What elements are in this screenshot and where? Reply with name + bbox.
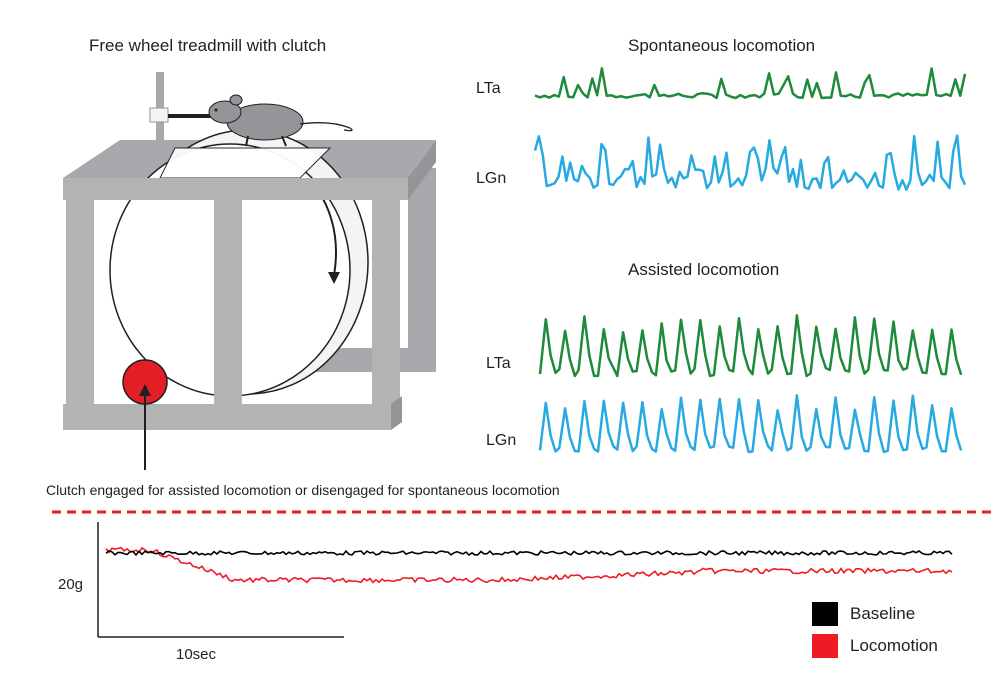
trace-label-spont-lta: LTa <box>476 80 501 97</box>
legend-swatch-baseline <box>812 602 838 626</box>
trace-assist-lgn <box>538 394 963 454</box>
treadmill-title: Free wheel treadmill with clutch <box>89 36 327 55</box>
legend-swatch-locomotion <box>812 634 838 658</box>
force-trace-baseline <box>105 549 953 557</box>
trace-spont-lta <box>534 67 967 100</box>
spontaneous-title: Spontaneous locomotion <box>628 36 816 55</box>
assisted-title: Assisted locomotion <box>628 260 780 279</box>
head-fixation-post <box>149 72 216 156</box>
force-trace-locomotion <box>105 546 953 584</box>
force-x-scale-label: 10sec <box>176 646 217 663</box>
trace-label-spont-lgn: LGn <box>476 170 507 187</box>
frame-front <box>63 178 408 430</box>
trace-spont-lgn <box>533 134 967 191</box>
clutch-caption: Clutch engaged for assisted locomotion o… <box>46 482 560 498</box>
trace-label-assist-lgn: LGn <box>486 432 517 449</box>
force-plot <box>97 522 953 638</box>
legend-label-baseline: Baseline <box>850 604 916 623</box>
trace-label-assist-lta: LTa <box>486 355 511 372</box>
legend-label-locomotion: Locomotion <box>850 636 938 655</box>
force-y-scale-label: 20g <box>58 576 84 593</box>
mouse-icon <box>208 94 353 147</box>
trace-assist-lta <box>538 314 963 378</box>
